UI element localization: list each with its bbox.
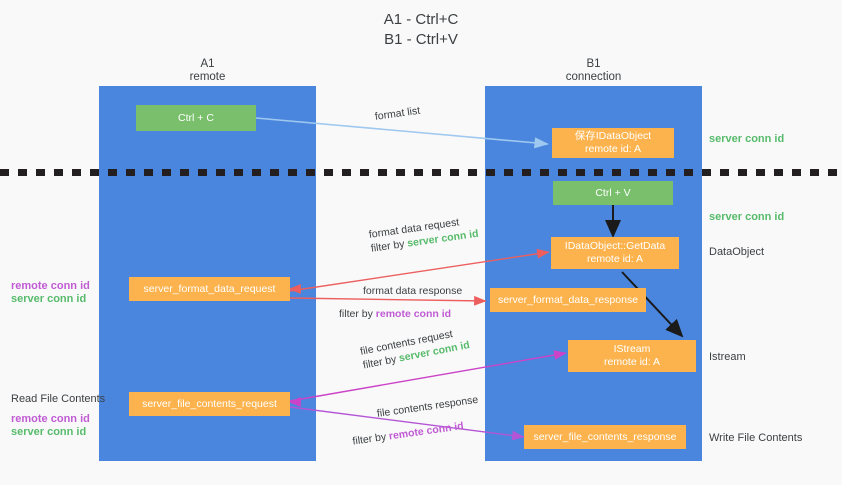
edge-label-file-contents-response-line2: filter by remote conn id bbox=[352, 417, 483, 449]
column-left-role: remote bbox=[189, 71, 226, 83]
node-server-file-contents-response[interactable]: server_file_contents_response bbox=[524, 425, 686, 449]
node-istream[interactable]: IStream remote id: A bbox=[568, 340, 696, 372]
edge-label-format-data-response: format data response filter by remote co… bbox=[339, 284, 463, 321]
node-server-format-data-request-label: server_format_data_request bbox=[143, 282, 276, 295]
edge-label-format-data-response-line2: filter by remote conn id bbox=[339, 307, 462, 321]
node-server-format-data-response-label: server_format_data_response bbox=[497, 293, 639, 306]
node-save-idataobject[interactable]: 保存IDataObject remote id: A bbox=[552, 128, 674, 158]
annotation-left-remote-conn-id-mid: remote conn id bbox=[11, 280, 90, 292]
node-ctrl-v-label: Ctrl + V bbox=[595, 186, 631, 199]
node-ctrl-v[interactable]: Ctrl + V bbox=[553, 181, 673, 205]
annotation-right-dataobject: DataObject bbox=[709, 246, 765, 258]
node-server-file-contents-request[interactable]: server_file_contents_request bbox=[129, 392, 290, 416]
annotation-right-server-conn-id-top: server conn id bbox=[709, 133, 785, 145]
annotation-left-server-conn-id-bottom: server conn id bbox=[11, 426, 87, 438]
phase-divider bbox=[0, 169, 842, 176]
filter-value-remote-conn-id: remote conn id bbox=[388, 420, 465, 443]
page-title: A1 - Ctrl+C B1 - Ctrl+V bbox=[0, 10, 842, 50]
edge-label-format-list: format list bbox=[374, 104, 421, 124]
column-header-right: B1 connection bbox=[485, 58, 702, 84]
node-server-format-data-response[interactable]: server_format_data_response bbox=[490, 288, 646, 312]
annotation-left-read-file-contents: Read File Contents bbox=[11, 393, 106, 405]
edge-label-format-data-response-line1: format data response bbox=[363, 285, 463, 297]
column-header-left: A1 remote bbox=[99, 58, 316, 84]
filter-prefix: filter by bbox=[351, 430, 390, 448]
column-right-name: B1 bbox=[586, 58, 601, 70]
annotation-right-istream: Istream bbox=[709, 351, 746, 363]
node-istream-line1: IStream bbox=[613, 343, 651, 355]
node-idataobject-getdata-line2: remote id: A bbox=[586, 253, 644, 265]
column-left-name: A1 bbox=[200, 58, 215, 70]
annotation-right-server-conn-id-mid: server conn id bbox=[709, 211, 785, 223]
node-idataobject-getdata-line1: IDataObject::GetData bbox=[564, 240, 666, 252]
title-line-2: B1 - Ctrl+V bbox=[384, 31, 458, 48]
node-idataobject-getdata[interactable]: IDataObject::GetData remote id: A bbox=[551, 237, 679, 269]
annotation-left-server-conn-id-mid: server conn id bbox=[11, 293, 87, 305]
filter-value-remote-conn-id: remote conn id bbox=[375, 308, 452, 320]
node-save-idataobject-line2: remote id: A bbox=[584, 143, 642, 155]
node-server-format-data-request[interactable]: server_format_data_request bbox=[129, 277, 290, 301]
edge-label-format-data-request: format data request filter by server con… bbox=[368, 213, 479, 256]
annotation-left-remote-conn-id-bottom: remote conn id bbox=[11, 413, 90, 425]
node-ctrl-c[interactable]: Ctrl + C bbox=[136, 105, 256, 131]
edge-label-file-contents-request: file contents request filter by server c… bbox=[359, 324, 471, 372]
node-istream-line2: remote id: A bbox=[603, 356, 661, 368]
title-line-1: A1 - Ctrl+C bbox=[383, 11, 459, 28]
node-server-file-contents-request-label: server_file_contents_request bbox=[142, 397, 277, 410]
node-ctrl-c-label: Ctrl + C bbox=[178, 111, 214, 124]
filter-prefix: filter by bbox=[370, 237, 409, 255]
filter-prefix: filter by bbox=[339, 308, 376, 320]
node-save-idataobject-line1: 保存IDataObject bbox=[574, 130, 652, 142]
node-server-file-contents-response-label: server_file_contents_response bbox=[533, 430, 677, 443]
edge-label-format-list-text: format list bbox=[374, 104, 421, 123]
edge-label-file-contents-response-line1: file contents response bbox=[376, 393, 479, 420]
edge-label-file-contents-response: file contents response filter by remote … bbox=[352, 393, 482, 448]
annotation-right-write-file-contents: Write File Contents bbox=[709, 432, 803, 444]
column-right-role: connection bbox=[565, 71, 622, 83]
